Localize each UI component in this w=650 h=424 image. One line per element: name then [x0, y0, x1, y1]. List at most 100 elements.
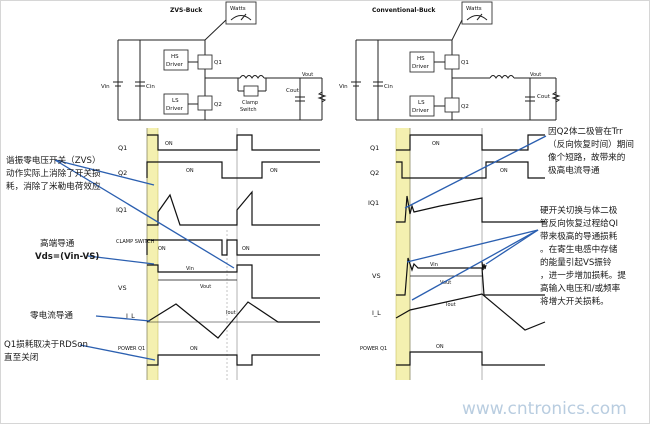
left-il-iout: Iout [226, 310, 236, 316]
right-waveforms: Q1 Q2 IQ1 VS I_L POWER Q1 ON ON Vin Vout… [360, 128, 546, 380]
right-wave-power [396, 351, 545, 366]
right-wave-q1 [396, 134, 545, 151]
right-title: Conventional-Buck [372, 7, 436, 14]
left-wave-q1 [147, 134, 320, 151]
note-hard-switch-line1: 硬开关切换与体二极 [540, 204, 618, 216]
right-inductor [489, 75, 515, 79]
right-wave-q2 [396, 161, 545, 179]
arrow-hard-switch-3 [485, 229, 539, 265]
note-hard-switch-line5: 的能量引起VS振铃 [540, 256, 612, 268]
right-wave-iq1 [396, 195, 545, 223]
right-watts-dial [466, 15, 488, 21]
highlight-band-right [396, 128, 410, 380]
left-q1-label: Q1 [214, 60, 222, 66]
right-annotations: 因Q2体二极管在Trr （反向恢复时间）期间 像个短路，故带来的 极高电流导通 … [540, 125, 634, 307]
note-hard-switch-line2: 管反向恢复过程给QI [540, 217, 618, 229]
left-signal-il: I_L [126, 312, 135, 320]
left-signal-power: POWER Q1 [118, 346, 145, 352]
left-load-resistor [317, 91, 327, 103]
right-watts-label: Watts [466, 6, 482, 12]
note-hard-switch-line7: 高输入电压和/或频率 [540, 282, 621, 294]
left-hs-driver-line2: Driver [166, 62, 184, 68]
watermark: www.cntronics.com [462, 399, 627, 419]
left-signal-q1: Q1 [118, 144, 127, 152]
left-clamp-label-1: Clamp [242, 100, 258, 106]
right-signal-il: I_L [372, 309, 381, 317]
right-watts-wire [451, 19, 463, 41]
right-signal-iq1: IQ1 [368, 199, 379, 207]
right-vs-vin: Vin [430, 262, 438, 268]
note-hard-switch-line4: 。在寄生电感中存储 [540, 243, 618, 255]
left-clamp-label-2: Switch [240, 107, 257, 113]
left-clamp-on-1: ON [158, 246, 166, 252]
left-wave-power [147, 354, 320, 366]
left-vin-label: Vin [101, 84, 110, 90]
left-q2-on-1: ON [186, 168, 194, 174]
right-q2-on: ON [500, 168, 508, 174]
left-q1-on-1: ON [165, 141, 173, 147]
left-ls-driver-line2: Driver [166, 106, 184, 112]
note-q2-diode-line4: 极高电流导通 [548, 164, 600, 176]
note-hard-switch-line3: 带来极高的导通损耗 [540, 230, 618, 242]
arrow-q2-diode [404, 135, 547, 209]
note-zvs-line3: 耗，消除了米勒电荷效应 [6, 180, 101, 192]
right-signal-q1: Q1 [370, 144, 379, 152]
right-watts-needle [476, 13, 483, 21]
left-watts-dial [230, 15, 252, 21]
left-watts-wire [204, 19, 227, 41]
note-zero-current: 零电流导通 [30, 309, 73, 321]
left-vs-vin: Vin [186, 266, 194, 272]
right-signal-power-1: POWER Q1 [360, 346, 387, 352]
note-zvs-line1: 谐振零电压开关（ZVS） [6, 154, 101, 166]
right-il-iout: Iout [446, 302, 456, 308]
left-signal-vs: VS [118, 284, 127, 292]
note-peak-line2: Vds=(Vin-VS) [35, 252, 99, 262]
left-wave-q2 [146, 161, 320, 179]
note-hard-switch-line6: ，进一步增加损耗。提 [540, 269, 626, 281]
right-q1-on: ON [432, 141, 440, 147]
right-hs-driver-line2: Driver [412, 64, 430, 70]
left-power-on: ON [190, 346, 198, 352]
left-watts-label: Watts [230, 6, 246, 12]
note-hard-switch-line8: 将增大开关损耗。 [540, 295, 609, 307]
right-vout-label: Vout [530, 72, 541, 78]
left-title: ZVS-Buck [170, 7, 203, 14]
right-cout-label: Cout [537, 94, 551, 100]
left-cout-label: Cout [286, 88, 300, 94]
note-q1-loss-line1: Q1损耗取决于RDSon [4, 338, 88, 350]
right-cin-label: Cin [384, 84, 393, 90]
left-annotations: 谐振零电压开关（ZVS） 动作实际上消除了开关损 耗，消除了米勒电荷效应 高端导… [4, 154, 101, 363]
arrow-q1-loss [79, 344, 156, 361]
right-q2-body [444, 97, 460, 113]
left-ls-driver-line1: LS [172, 98, 179, 104]
right-ls-driver-line1: LS [418, 100, 425, 106]
right-wave-vs [396, 257, 545, 296]
left-waveforms: Q1 Q2 IQ1 CLAMP SWITCH VS I_L POWER Q1 O… [116, 128, 320, 380]
arrow-zero-current [95, 315, 151, 322]
right-hs-driver-line1: HS [417, 56, 425, 62]
right-q1-label: Q1 [461, 60, 469, 66]
note-zvs-line2: 动作实际上消除了开关损 [6, 167, 101, 179]
arrow-hard-switch-2 [411, 229, 539, 301]
left-q2-body [197, 95, 213, 111]
left-cin-label: Cin [146, 84, 155, 90]
right-signal-q2: Q2 [370, 169, 379, 177]
annotation-arrows [54, 135, 547, 361]
left-schematic: ZVS-Buck Watts Vin Cin HS Driver LS Driv… [101, 1, 327, 121]
note-peak-line1: 高端导通 [40, 237, 75, 249]
left-hs-driver-line1: HS [171, 54, 179, 60]
right-q2-label: Q2 [461, 104, 469, 110]
arrow-zvs-2 [54, 159, 235, 269]
note-q2-diode-line2: （反向恢复时间）期间 [548, 138, 634, 150]
left-signal-clamp: CLAMP SWITCH [116, 239, 155, 245]
left-inductor [239, 75, 265, 79]
arrow-zvs-1 [54, 159, 155, 186]
left-clamp-on-2: ON [242, 246, 250, 252]
right-vs-vout: Vout [440, 280, 451, 286]
left-hs-driver [163, 49, 189, 71]
note-q2-diode-line3: 像个短路，故带来的 [548, 151, 625, 163]
left-q1-body [197, 54, 213, 70]
highlight-band-left [147, 128, 158, 380]
right-ls-driver-line2: Driver [412, 108, 430, 114]
